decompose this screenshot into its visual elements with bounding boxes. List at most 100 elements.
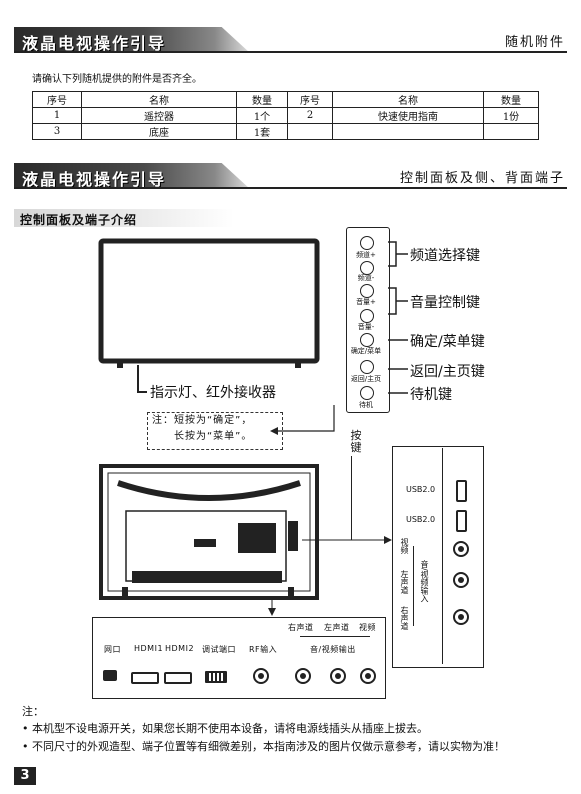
av-in-video-jack[interactable] [453,541,469,557]
col-header: 序号 [32,91,82,108]
notes-title: 注： [22,705,44,718]
button-label: 音量+ [356,298,376,306]
callout-brackets [388,241,408,394]
table-cell: 1套 [236,123,288,140]
note-item: • 不同尺寸的外观造型、端子位置等有细微差别，本指南涉及的图片仅做示意参考，请以… [22,740,505,753]
av-out-right-jack[interactable] [295,668,311,684]
header-title: 液晶电视操作引导 [22,34,167,53]
indicator-callout: 指示灯、红外接收器 [150,385,276,401]
table-cell [332,123,484,140]
col-header: 数量 [236,91,288,108]
button-label: 待机 [359,401,373,409]
subheader-bar: 控制面板及端子介绍 [14,209,234,227]
av-in-left-label: 左声道 [400,570,409,594]
av-out-left-jack[interactable] [330,668,346,684]
header-right-title: 随机附件 [504,35,565,50]
bottom-port-panel [92,617,386,699]
av-out-bracket [300,636,370,637]
volume-callout: 音量控制键 [410,295,480,311]
back-home-callout: 返回/主页键 [410,364,485,380]
av-out-video-jack[interactable] [360,668,376,684]
section-header-accessories: 液晶电视操作引导 随机附件 [0,27,581,53]
control-panel [346,227,390,413]
av-out-left-label: 左声道 [324,623,350,632]
table-cell: 1份 [483,107,539,124]
ethernet-port[interactable] [103,670,117,681]
usb1-port[interactable] [456,480,467,502]
port-label-hdmi1: HDMI1 [134,644,164,653]
port-label-hdmi2: HDMI2 [165,644,195,653]
page-number: 3 [14,767,36,785]
volume-up-button[interactable] [360,284,374,298]
side-port-panel [392,446,484,668]
press-note-line: 注：短按为“确定”， [152,415,253,426]
port-label-ethernet: 网口 [104,645,121,654]
usb2-port[interactable] [456,510,467,532]
col-header: 名称 [81,91,237,108]
av-in-video-label: 视频 [400,538,409,554]
back-home-button[interactable] [360,360,374,374]
standby-button[interactable] [360,386,374,400]
header-right-title: 控制面板及侧、背面端子 [399,171,565,186]
port-label-rf: RF输入 [249,645,278,654]
side-panel-divider [442,448,443,664]
channel-callout: 频道选择键 [410,248,480,264]
keys-leader [351,456,352,540]
usb1-label: USB2.0 [406,485,436,494]
table-cell: 快速使用指南 [332,107,484,124]
av-in-title: 音/视频输入 [420,560,429,603]
button-label: 音量- [357,323,375,331]
hdmi1-port[interactable] [131,672,159,684]
av-out-title: 音/视频输出 [310,645,356,654]
col-header: 数量 [483,91,539,108]
indicator-leader [137,391,147,393]
table-cell [483,123,539,140]
subheader-title: 控制面板及端子介绍 [20,213,138,227]
av-in-bracket [413,546,414,626]
ok-menu-button[interactable] [360,333,374,347]
button-label: 返回/主页 [350,375,382,383]
av-in-right-jack[interactable] [453,609,469,625]
channel-up-button[interactable] [360,236,374,250]
av-in-left-jack[interactable] [453,572,469,588]
tv-back-illustration [99,464,319,600]
section-header-panel: 液晶电视操作引导 控制面板及侧、背面端子 [0,163,581,189]
av-in-right-label: 右声道 [400,606,409,630]
av-out-video-label: 视频 [359,623,376,632]
indicator-leader [137,365,139,392]
usb2-label: USB2.0 [406,515,436,524]
standby-callout: 待机键 [410,387,452,403]
port-connector-lines [268,536,392,616]
header-rule [14,187,567,189]
table-cell: 遥控器 [81,107,237,124]
intro-text: 请确认下列随机提供的附件是否齐全。 [32,74,202,85]
col-header: 序号 [287,91,333,108]
table-cell: 底座 [81,123,237,140]
table-cell: 1 [32,107,82,124]
header-rule [14,51,567,53]
table-cell [287,123,333,140]
note-item: • 本机型不设电源开关，如果您长期不使用本设备，请将电源线插头从插座上拔去。 [22,722,428,735]
col-header: 名称 [332,91,484,108]
press-note-box: 注：短按为“确定”， 长按为“菜单”。 [147,412,283,450]
av-out-right-label: 右声道 [288,623,314,632]
table-row: 3 底座 1套 [32,123,539,140]
rf-input-jack[interactable] [253,668,269,684]
table-cell: 3 [32,123,82,140]
button-label: 频道+ [356,251,376,259]
channel-down-button[interactable] [360,261,374,275]
button-label: 频道- [357,274,375,282]
table-cell: 1个 [236,107,288,124]
tv-front-illustration [98,238,320,368]
volume-down-button[interactable] [360,309,374,323]
table-cell: 2 [287,107,333,124]
header-title: 液晶电视操作引导 [22,170,167,189]
hdmi2-port[interactable] [164,672,192,684]
debug-port[interactable] [205,671,227,683]
table-header-row: 序号 名称 数量 序号 名称 数量 [32,91,539,108]
header-tab: 液晶电视操作引导 [14,27,250,53]
ok-menu-callout: 确定/菜单键 [410,334,485,350]
press-note-line: 长按为“菜单”。 [174,431,253,442]
table-row: 1 遥控器 1个 2 快速使用指南 1份 [32,107,539,124]
accessories-table: 序号 名称 数量 序号 名称 数量 1 遥控器 1个 2 快速使用指南 1份 3… [32,91,539,140]
